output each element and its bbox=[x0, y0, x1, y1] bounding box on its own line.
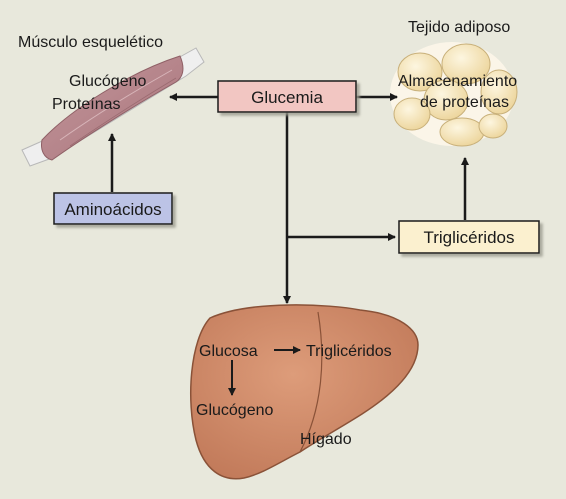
muscle-proteins-label: Proteínas bbox=[52, 96, 120, 113]
trigliceridos-label: Triglicéridos bbox=[423, 228, 514, 247]
liver-glycogen-label: Glucógeno bbox=[196, 402, 273, 419]
adipose-storage-line2: de proteínas bbox=[420, 94, 509, 111]
liver-illustration bbox=[189, 304, 419, 480]
liver-triglycerides-label: Triglicéridos bbox=[306, 343, 392, 360]
aminoacidos-label: Aminoácidos bbox=[64, 200, 161, 219]
aminoacidos-box: Aminoácidos bbox=[53, 192, 173, 225]
liver-lobe-line bbox=[299, 311, 323, 453]
muscle-illustration bbox=[21, 47, 205, 167]
glucemia-box: Glucemia bbox=[217, 80, 357, 113]
liver-title: Hígado bbox=[300, 431, 352, 448]
muscle-glycogen-label: Glucógeno bbox=[69, 73, 146, 90]
adipose-illustration bbox=[390, 42, 518, 147]
adipose-storage-line1: Almacenamiento bbox=[398, 73, 517, 90]
adipose-title: Tejido adiposo bbox=[408, 19, 510, 36]
muscle-title: Músculo esquelético bbox=[18, 34, 163, 51]
liver-arrows bbox=[228, 346, 301, 396]
trigliceridos-box: Triglicéridos bbox=[398, 220, 540, 254]
arrows bbox=[108, 93, 469, 304]
liver-glucose-label: Glucosa bbox=[199, 343, 258, 360]
glucemia-label: Glucemia bbox=[251, 88, 323, 107]
